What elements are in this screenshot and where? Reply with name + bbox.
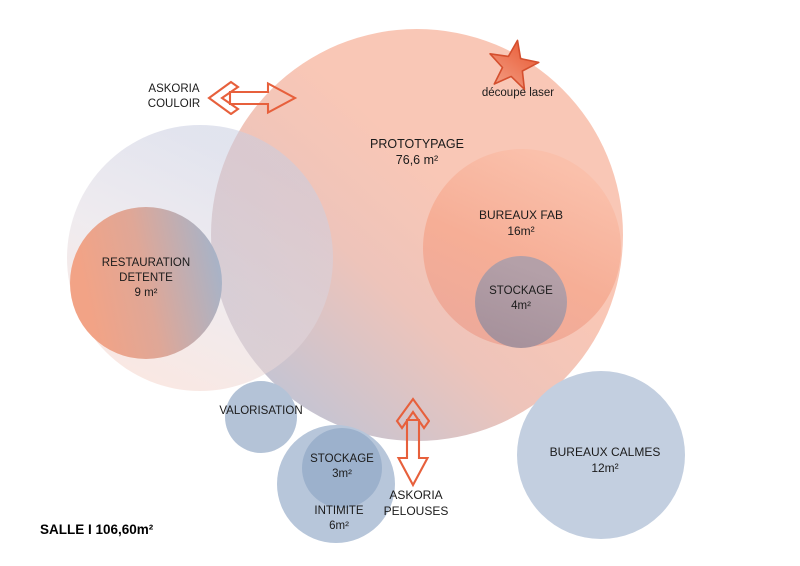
star-icon — [489, 39, 540, 91]
label-stockage-intimite: STOCKAGE 3m² — [282, 452, 402, 482]
label-restauration-detente: RESTAURATION DETENTE 9 m² — [76, 256, 216, 301]
label-prototypage: PROTOTYPAGE 76,6 m² — [317, 136, 517, 169]
bubble-area: 76,6 m² — [395, 153, 439, 168]
circle-bureaux-calmes — [517, 371, 685, 539]
bubble-name: STOCKAGE — [310, 453, 374, 465]
bubble-name: BUREAUX CALMES — [549, 445, 661, 459]
bubble-area: 12m² — [591, 460, 619, 475]
circle-stockage-fab — [475, 256, 567, 348]
label-askoria-pelouses: ASKORIA PELOUSES — [383, 488, 449, 518]
bubble-area: 3m² — [332, 467, 352, 480]
label-bureaux-fab: BUREAUX FAB 16m² — [421, 208, 621, 239]
circle-restauration — [70, 207, 222, 359]
left-right-arrow-icon — [207, 80, 298, 115]
circle-valorisation — [225, 381, 297, 453]
label-stockage-fab: STOCKAGE 4m² — [451, 284, 591, 314]
label-askoria-couloir: ASKORIA COULOIR — [147, 83, 201, 110]
label-decoupe-laser: découpe laser — [481, 87, 555, 99]
label-intimite: INTIMITE 6m² — [279, 504, 399, 534]
label-valorisation: VALORISATION — [181, 404, 341, 419]
bubble-name: RESTAURATION DETENTE — [101, 257, 191, 284]
bubble-area: 4m² — [511, 299, 531, 312]
bubble-name: STOCKAGE — [489, 285, 553, 297]
label-bureaux-calmes: BUREAUX CALMES 12m² — [505, 445, 705, 476]
bubble-area: 16m² — [507, 223, 535, 238]
bubble-area: 9 m² — [134, 286, 158, 299]
bubble-area: 6m² — [329, 519, 349, 532]
bubble-name: BUREAUX FAB — [478, 208, 564, 222]
page-title: SALLE I 106,60m² — [40, 522, 154, 537]
bubble-name: VALORISATION — [219, 405, 303, 417]
bubble-name: INTIMITE — [314, 505, 364, 517]
up-down-arrow-icon — [395, 397, 430, 488]
circle-stockage-intimite — [302, 428, 382, 508]
bubble-name: PROTOTYPAGE — [369, 137, 464, 151]
